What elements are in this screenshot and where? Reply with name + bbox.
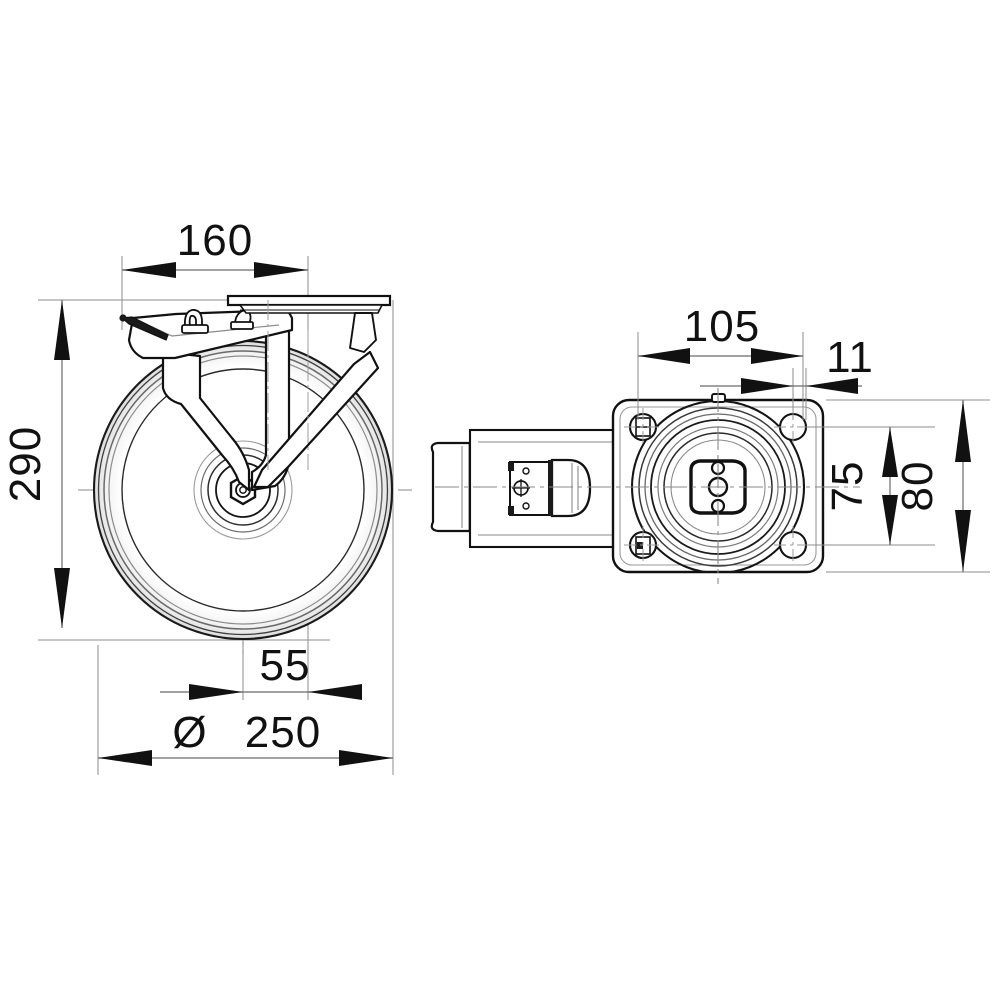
dimension-diameter-250-wheel: Ø 250 (98, 708, 393, 766)
dimension-160-plate-offset: 160 (122, 216, 308, 278)
dimension-11-bolt-hole-diameter: 11 (700, 333, 874, 394)
dimension-75-bolt-spacing-vertical: 75 (823, 427, 898, 545)
brake-pedal-assembly (430, 428, 618, 549)
dimension-annotations: 160 290 55 Ø 250 (1, 216, 971, 766)
brake-lever (119, 314, 169, 341)
dimension-105-label: 105 (684, 302, 760, 351)
dimension-55-label: 55 (260, 641, 311, 690)
dimension-160-label: 160 (177, 216, 253, 265)
dimension-11-label: 11 (826, 333, 874, 382)
side-elevation-view (38, 256, 412, 775)
fork-centerlines (267, 300, 309, 470)
plate-right-support (349, 312, 377, 353)
dimension-80-label: 80 (893, 461, 942, 512)
dimension-250-label: 250 (245, 708, 321, 757)
top-view-centerlines (435, 388, 860, 584)
dimension-290-overall-height: 290 (1, 300, 70, 628)
brake-fittings (181, 309, 254, 334)
mounting-top-plate (226, 294, 392, 314)
dimension-75-label: 75 (823, 461, 872, 512)
dimension-55-wheel-offset: 55 (160, 641, 362, 700)
dimension-105-bolt-spacing: 105 (638, 302, 803, 364)
top-plan-view (430, 332, 990, 584)
dimension-80-plate-width: 80 (893, 400, 971, 572)
dimension-290-label: 290 (1, 426, 50, 502)
dimension-diameter-symbol: Ø (172, 708, 207, 757)
